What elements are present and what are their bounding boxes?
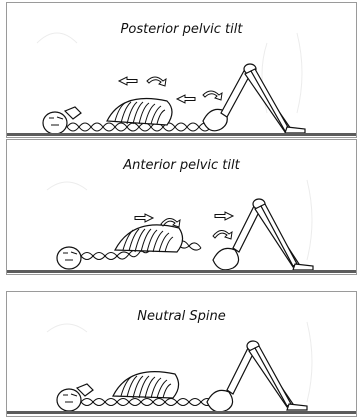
panel-anterior-pelvic-tilt: Anterior pelvic tilt: [6, 139, 357, 275]
arrow-right-icon: [135, 214, 153, 222]
floor-line: [7, 133, 356, 136]
arrow-left-icon: [177, 95, 195, 103]
skeleton-illustration-anterior: [7, 140, 357, 275]
floor-line: [7, 411, 356, 414]
arrow-curve-icon: [203, 91, 222, 100]
arrow-curve-icon: [213, 230, 232, 239]
arrow-curve-icon: [147, 77, 166, 86]
floor-line: [7, 270, 356, 273]
panel-posterior-pelvic-tilt: Posterior pelvic tilt: [6, 2, 357, 138]
skeleton-illustration-posterior: [7, 3, 357, 138]
skeleton-illustration-neutral: [7, 292, 357, 417]
arrow-left-icon: [119, 77, 137, 85]
panel-neutral-spine: Neutral Spine: [6, 291, 357, 417]
arrow-right-icon: [215, 212, 233, 220]
